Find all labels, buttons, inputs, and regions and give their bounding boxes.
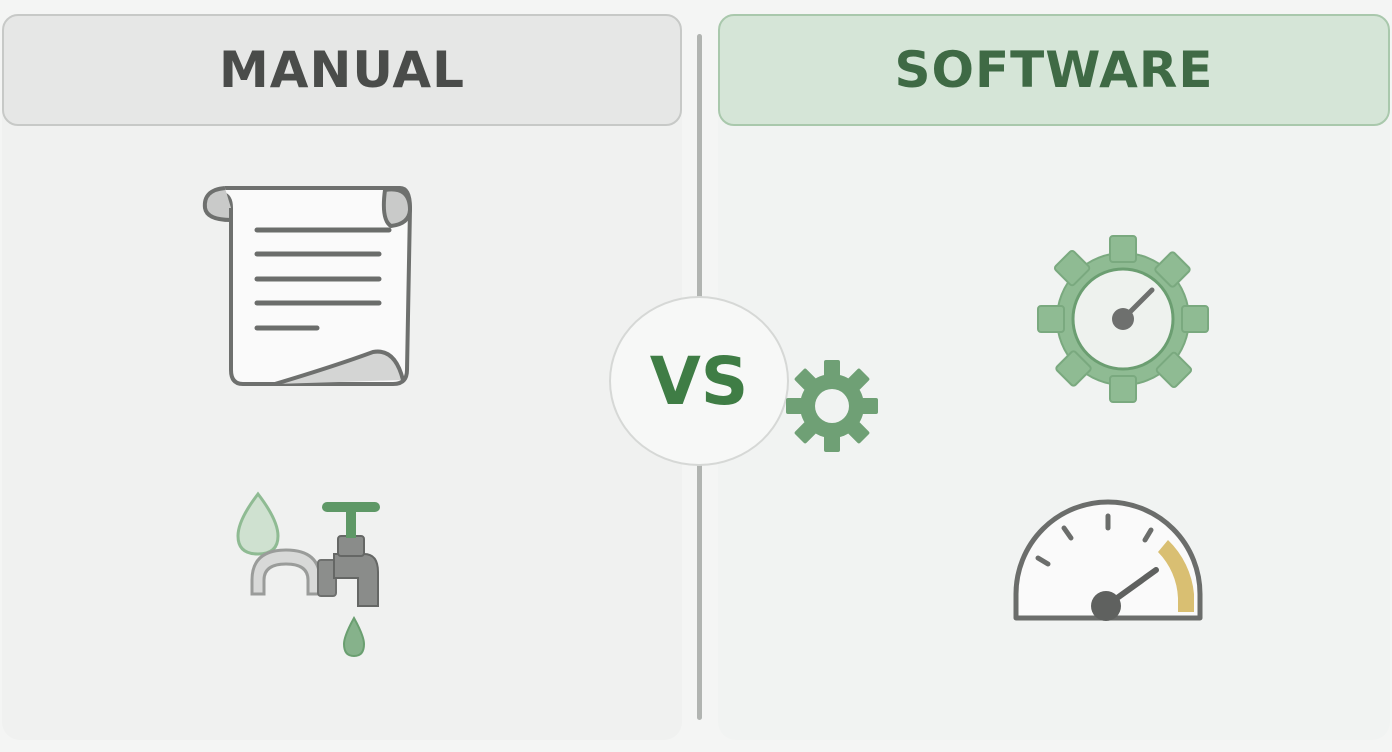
water-faucet-icon [236,491,380,658]
document-scroll-icon [202,186,413,386]
software-header: SOFTWARE [718,14,1390,126]
manual-header: MANUAL [2,14,682,126]
gear-gauge-icon [1037,235,1209,403]
manual-title: MANUAL [219,41,465,99]
software-title: SOFTWARE [894,41,1214,99]
manual-panel: MANUAL [2,14,682,740]
vs-badge: VS [609,296,789,466]
small-gear-icon [786,360,878,452]
speedometer-icon [1013,499,1203,621]
vs-label: VS [649,342,749,420]
